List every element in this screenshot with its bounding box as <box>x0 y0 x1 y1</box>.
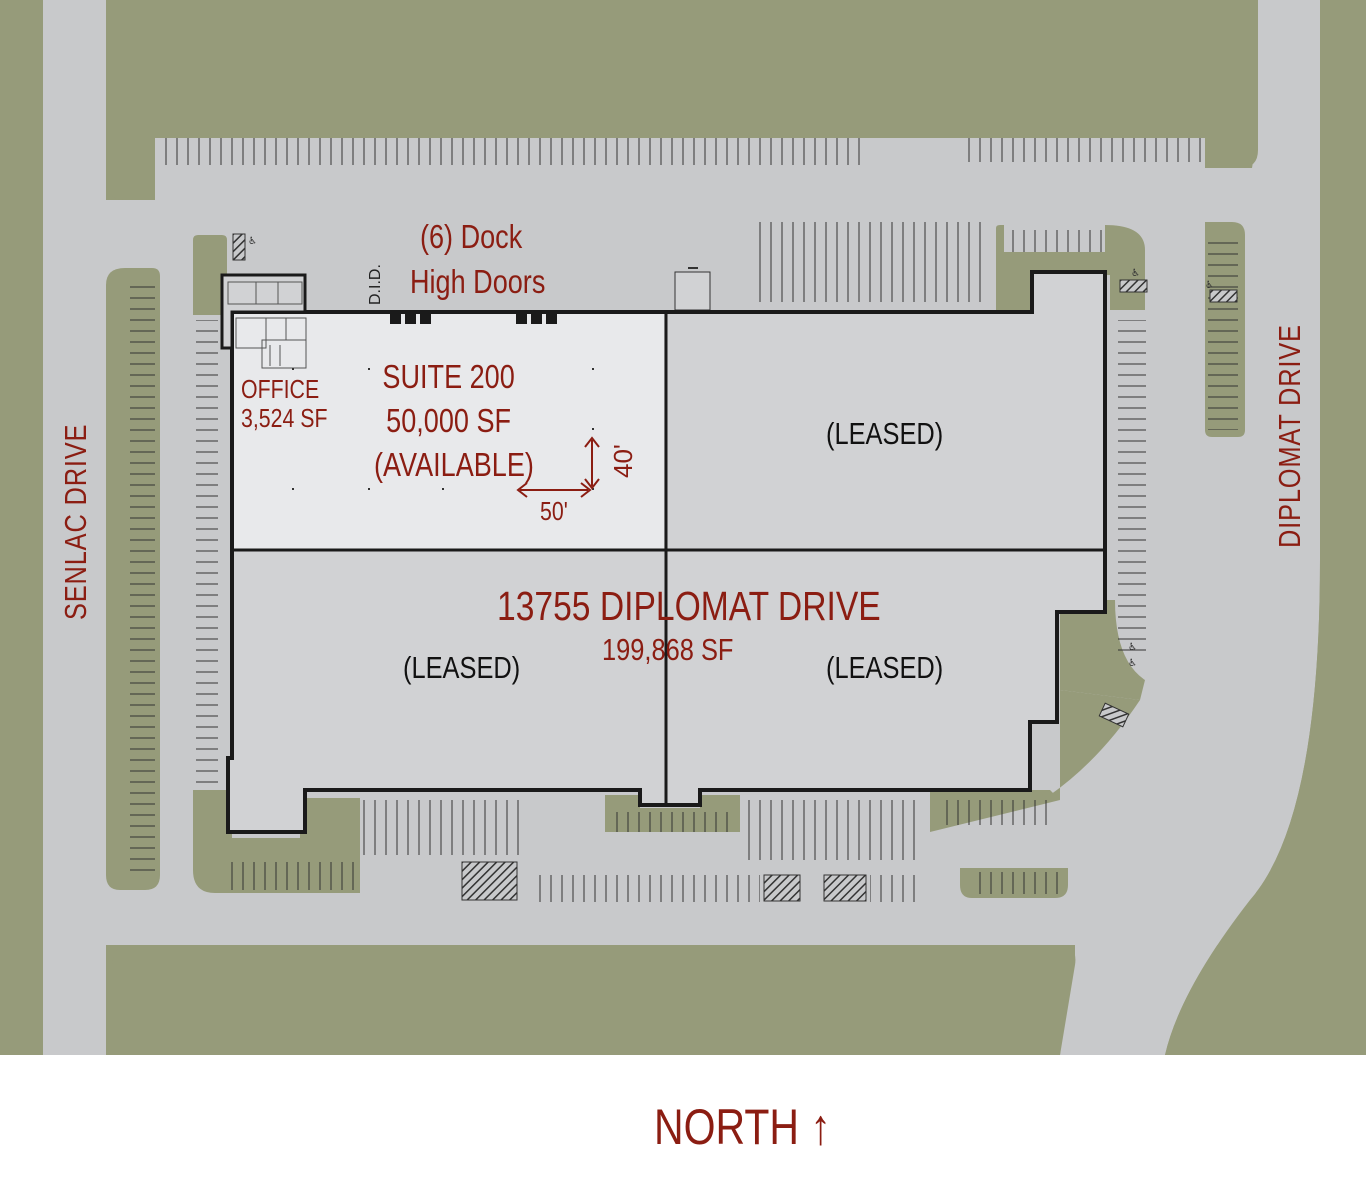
dimension-40: 40' <box>608 444 638 478</box>
suite-200-label[interactable]: SUITE 200 50,000 SF (AVAILABLE) <box>374 355 534 487</box>
north-label: NORTH ↑ <box>654 1099 831 1155</box>
svg-text:♿: ♿ <box>248 236 257 247</box>
suite-area: 50,000 SF <box>386 402 512 439</box>
dock-doors-label: (6) Dock <box>420 216 522 258</box>
did-label: D.I.D. <box>367 264 384 305</box>
leased-label-sw: (LEASED) <box>403 650 521 685</box>
suite-status: (AVAILABLE) <box>374 446 534 483</box>
svg-text:♿: ♿ <box>1128 642 1137 653</box>
building-area: 199,868 SF <box>602 632 734 667</box>
dock-line1: (6) Dock <box>420 218 523 255</box>
suite-name: SUITE 200 <box>382 358 515 395</box>
dock-line2: High Doors <box>410 263 546 300</box>
leased-label-se: (LEASED) <box>826 650 944 685</box>
dock-apron <box>674 267 711 311</box>
road-label-diplomat: DIPLOMAT DRIVE <box>1272 324 1307 548</box>
svg-text:♿: ♿ <box>1131 268 1140 279</box>
svg-text:♿: ♿ <box>1205 280 1214 291</box>
office-label: OFFICE 3,524 SF <box>241 375 328 433</box>
leased-label-ne: (LEASED) <box>826 416 944 451</box>
parking-stalls <box>130 138 1238 902</box>
svg-text:♿: ♿ <box>1128 658 1137 669</box>
hatched-areas <box>232 233 1238 902</box>
north-indicator: NORTH ↑ <box>654 1098 831 1156</box>
building-13755 <box>220 270 1107 834</box>
dock-doors <box>390 314 557 324</box>
office-area: 3,524 SF <box>241 403 328 433</box>
dimension-50: 50' <box>540 496 568 526</box>
accessible-parking-icon: ♿ ♿ ♿ ♿ ♿ <box>248 236 1214 669</box>
dock-doors-label-2: High Doors <box>410 261 545 303</box>
office-title: OFFICE <box>241 374 320 404</box>
building-address: 13755 DIPLOMAT DRIVE <box>497 583 881 629</box>
dimension-arrows <box>516 436 600 498</box>
road-label-senlac: SENLAC DRIVE <box>58 423 93 620</box>
